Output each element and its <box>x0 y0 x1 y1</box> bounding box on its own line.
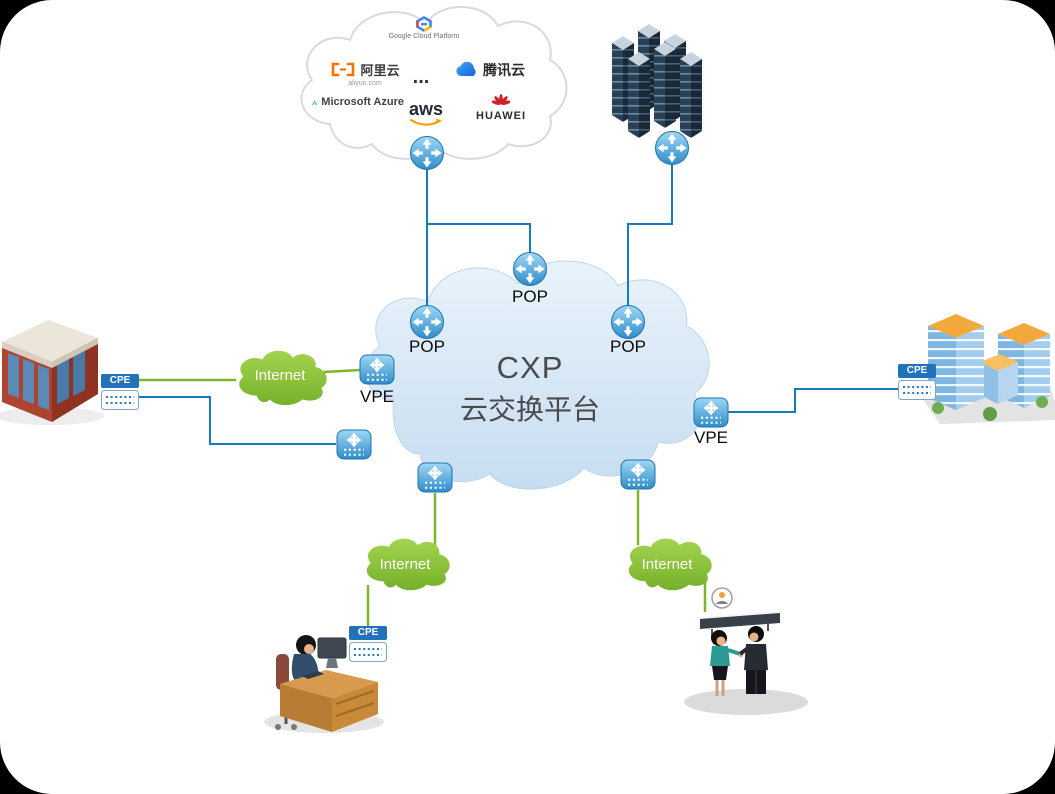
cpe-device-desk-icon <box>348 641 388 663</box>
green-links <box>139 368 707 628</box>
cpe-badge-desk: CPE <box>349 626 387 640</box>
cxp-title: CXP <box>496 350 564 385</box>
bottom-right-switch-icon <box>621 460 655 489</box>
desk-user-scene <box>264 635 384 733</box>
pop-left-router-icon <box>411 306 444 339</box>
tencent-cloud-icon <box>456 62 476 76</box>
google-cloud-label: Google Cloud Platform <box>388 33 460 40</box>
pop-top-router-icon <box>514 253 547 286</box>
vpe-right-switch-icon <box>694 398 728 427</box>
vpe-label-right: VPE <box>693 428 729 447</box>
internet-label-bottom-right: Internet <box>641 556 693 573</box>
office-towers-right <box>922 314 1055 424</box>
server-cluster <box>612 24 702 138</box>
cpe-badge-left: CPE <box>101 374 139 388</box>
huawei-flower-icon <box>492 94 510 105</box>
blue-links <box>139 163 898 445</box>
bottom-left-switch-icon <box>418 463 452 492</box>
aliyun-bracket-icon <box>332 62 355 77</box>
internet-label-left: Internet <box>254 367 306 384</box>
aws-label: aws <box>408 99 444 119</box>
pop-label-top: POP <box>512 287 548 306</box>
tencent-cloud-logo: 腾讯云 <box>450 60 530 80</box>
lower-left-switch-icon <box>337 430 371 459</box>
aws-smile-icon <box>410 118 442 126</box>
aliyun-label: 阿里云 <box>360 63 400 78</box>
vpe-label-left: VPE <box>359 387 395 406</box>
huawei-logo: HUAWEI <box>455 94 547 122</box>
azure-logo: Microsoft Azure <box>312 96 404 108</box>
business-people-scene <box>684 587 808 715</box>
providers-ellipsis: ... <box>412 66 430 88</box>
aws-logo: aws <box>402 99 450 127</box>
huawei-label: HUAWEI <box>476 110 526 122</box>
cpe-device-right-icon <box>897 379 937 401</box>
provider-cloud-router-icon <box>411 137 444 170</box>
aliyun-domain-label: aliyun.com <box>348 80 382 87</box>
google-cloud-logo: Google Cloud Platform <box>380 16 468 40</box>
internet-label-bottom-left: Internet <box>379 556 431 573</box>
azure-label: Microsoft Azure <box>321 96 404 108</box>
office-building-left <box>0 320 104 425</box>
cpe-badge-right: CPE <box>898 364 936 378</box>
pop-right-router-icon <box>612 306 645 339</box>
azure-triangle-icon <box>312 99 318 105</box>
pop-label-left: POP <box>409 337 445 356</box>
datacenter-router-icon <box>656 132 689 165</box>
tencent-cloud-label: 腾讯云 <box>483 62 525 78</box>
vpe-left-switch-icon <box>360 355 394 384</box>
cpe-device-left-icon <box>100 389 140 411</box>
pop-label-right: POP <box>610 337 646 356</box>
aliyun-logo: 阿里云 aliyun.com <box>326 60 404 87</box>
cxp-subtitle: 云交换平台 <box>459 394 600 425</box>
gcp-hexagon-icon <box>416 16 432 32</box>
